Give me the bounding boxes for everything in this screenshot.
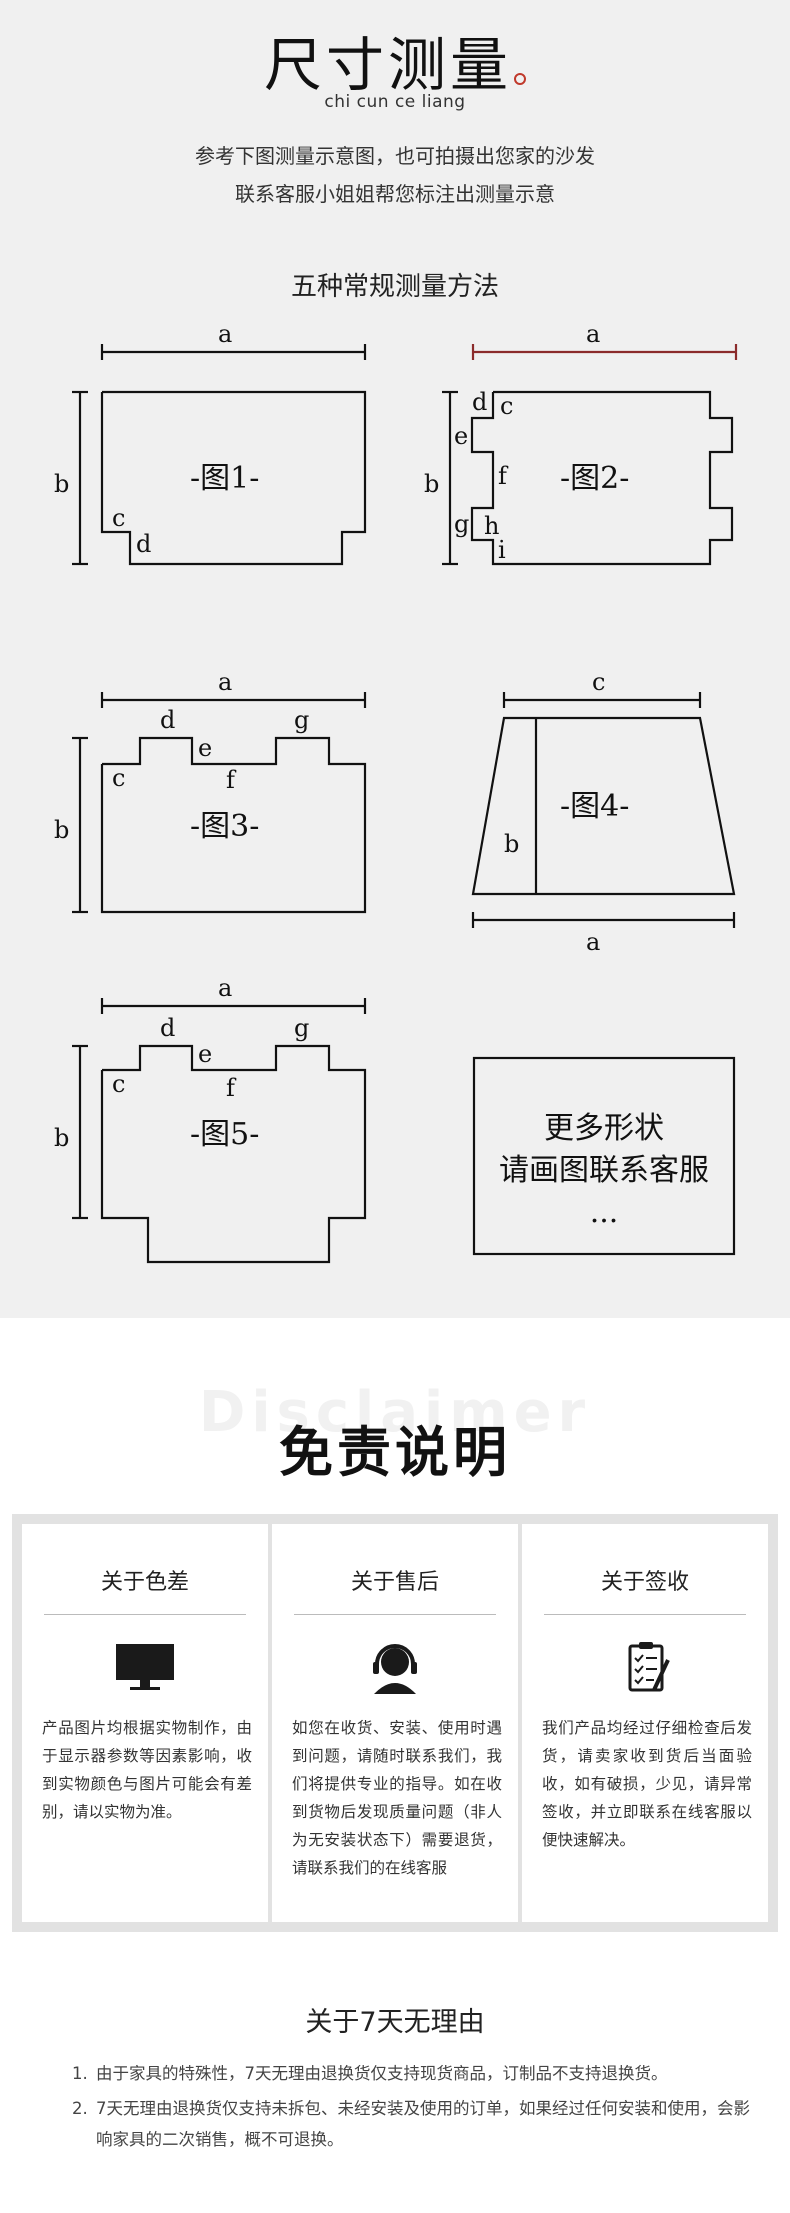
headset-icon [373, 1644, 417, 1694]
figure-2 [442, 344, 738, 566]
more-shapes-line-2: 请画图联系客服 [499, 1153, 709, 1188]
figure-4 [471, 692, 736, 928]
disclaimer-cards: 关于色差 产品图片均根据实物制作，由于显示器参数等因素影响，收到实物颜色与图片可… [12, 1514, 778, 1932]
return-policy-title: 关于7天无理由 [305, 2007, 485, 2038]
card-divider [44, 1614, 246, 1615]
intro-line-2: 联系客服小姐姐帮您标注出测量示意 [235, 182, 555, 206]
disclaimer-watermark: Disclaimer [198, 1380, 592, 1445]
fig2-dim-f: f [498, 462, 509, 490]
fig4-dim-c: c [592, 668, 605, 696]
card-title: 关于签收 [600, 1570, 689, 1595]
fig2-dim-e: e [454, 422, 468, 450]
fig3-dim-e: e [198, 734, 212, 762]
card-title: 关于售后 [350, 1570, 439, 1595]
fig3-dim-c: c [112, 764, 125, 792]
more-shapes-box [472, 1056, 736, 1256]
fig5-dim-g: g [294, 1014, 309, 1042]
return-policy-list: 1.由于家具的特殊性，7天无理由退换货仅支持现货商品，订制品不支持退换货。 2.… [72, 2058, 752, 2159]
measurement-diagrams: a b c d -图1- a b c d e f g h i -图2- a b … [54, 320, 738, 1264]
list-item: 2.7天无理由退换货仅支持未拆包、未经安装及使用的订单，如果经过任何安装和使用，… [72, 2099, 750, 2149]
intro-line-1: 参考下图测量示意图，也可拍摄出您家的沙发 [195, 144, 595, 168]
card-text: 产品图片均根据实物制作，由于显示器参数等因素影响，收到实物颜色与图片可能会有差别… [42, 1719, 252, 1821]
figure-5 [72, 998, 367, 1264]
card-color-difference: 关于色差 产品图片均根据实物制作，由于显示器参数等因素影响，收到实物颜色与图片可… [22, 1524, 268, 1922]
fig3-dim-d: d [160, 706, 175, 734]
methods-title: 五种常规测量方法 [290, 272, 499, 302]
fig5-dim-b: b [54, 1124, 69, 1152]
fig1-dim-c: c [112, 504, 125, 532]
fig5-dim-d: d [160, 1014, 175, 1042]
card-text: 如您在收货、安装、使用时遇到问题，请随时联系我们，我们将提供专业的指导。如在收到… [292, 1719, 502, 1877]
fig3-dim-a: a [218, 668, 232, 696]
clipboard-check-icon [628, 1642, 670, 1692]
card-divider [294, 1614, 496, 1615]
card-title: 关于色差 [100, 1570, 189, 1595]
card-divider [544, 1614, 746, 1615]
disclaimer-title: 免责说明 [279, 1421, 511, 1484]
fig5-label: -图5- [190, 1117, 259, 1152]
fig1-dim-b: b [54, 470, 69, 498]
title-pinyin: chi cun ce liang [324, 92, 466, 112]
fig5-dim-c: c [112, 1070, 125, 1098]
fig2-dim-i: i [498, 536, 506, 564]
fig2-dim-b: b [424, 470, 439, 498]
fig2-dim-a: a [586, 320, 600, 348]
fig4-dim-b: b [504, 830, 519, 858]
fig2-dim-g: g [454, 510, 469, 538]
fig1-dim-d: d [136, 530, 151, 558]
fig3-label: -图3- [190, 809, 259, 844]
fig1-label: -图1- [190, 461, 259, 496]
card-receipt: 关于签收 我们产品均经过仔细检查后发货，请卖家收到货后当面验收，如有破损，少见，… [522, 1524, 768, 1922]
fig2-label: -图2- [560, 461, 629, 496]
fig2-dim-c: c [500, 392, 513, 420]
card-after-sales: 关于售后 如您在收货、安装、使用时遇到问题，请随时联系我们，我们将提供专业的指导… [272, 1524, 518, 1922]
fig3-dim-b: b [54, 816, 69, 844]
fig1-dim-a: a [218, 320, 232, 348]
fig4-label: -图4- [560, 789, 629, 824]
fig3-dim-g: g [294, 706, 309, 734]
figure-3 [72, 692, 367, 914]
measurement-section [0, 0, 790, 1318]
more-shapes-line-1: 更多形状 [544, 1111, 664, 1146]
fig4-dim-a: a [586, 928, 600, 956]
fig3-dim-f: f [226, 766, 237, 794]
figure-1 [72, 344, 367, 566]
page-title: 尺寸测量 [0, 18, 790, 102]
fig5-dim-a: a [218, 974, 232, 1002]
fig2-dim-h: h [484, 512, 499, 540]
card-text: 我们产品均经过仔细检查后发货，请卖家收到货后当面验收，如有破损，少见，请异常签收… [542, 1719, 752, 1849]
fig5-dim-f: f [226, 1074, 237, 1102]
monitor-icon [116, 1644, 174, 1690]
fig5-dim-e: e [198, 1040, 212, 1068]
title-dot-icon [514, 73, 526, 85]
fig2-dim-d: d [472, 388, 487, 416]
more-shapes-line-3: ... [590, 1195, 619, 1230]
list-item: 1.由于家具的特殊性，7天无理由退换货仅支持现货商品，订制品不支持退换货。 [72, 2064, 668, 2083]
